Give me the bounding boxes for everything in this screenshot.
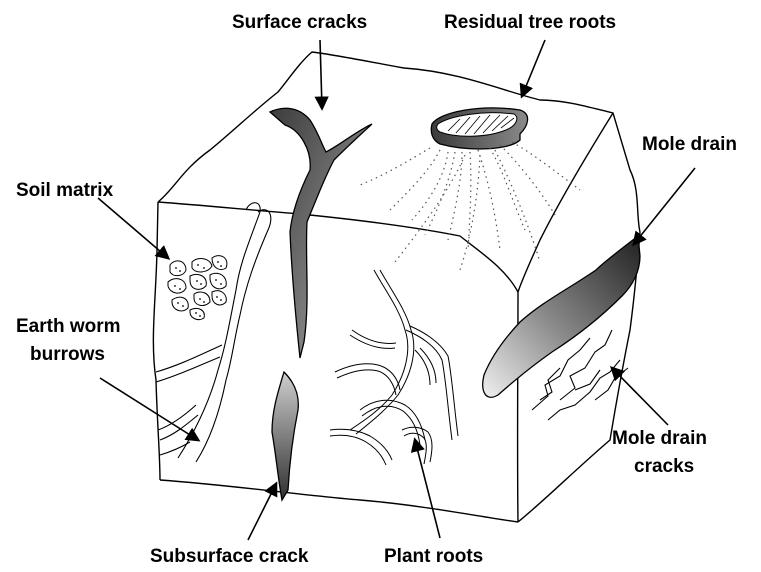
label-residual-tree-roots: Residual tree roots xyxy=(444,12,616,33)
label-subsurface-crack: Subsurface crack xyxy=(150,546,309,567)
decayed-root-channels xyxy=(360,142,580,270)
label-surface-cracks: Surface cracks xyxy=(232,12,367,33)
label-mole-drain-cracks-line1: Mole drain xyxy=(612,428,707,449)
arrow-earthworm-burrows xyxy=(100,378,198,440)
label-earth-worm-line1: Earth worm xyxy=(16,316,121,337)
label-soil-matrix: Soil matrix xyxy=(16,180,114,201)
plant-roots xyxy=(330,270,458,465)
label-earth-worm-line2: burrows xyxy=(30,344,105,365)
soil-matrix xyxy=(168,256,227,320)
subsurface-crack xyxy=(272,372,298,500)
arrow-mole-drain xyxy=(634,168,695,244)
label-plant-roots: Plant roots xyxy=(384,546,483,567)
arrow-mole-drain-cracks xyxy=(612,368,668,425)
label-mole-drain-cracks-line2: cracks xyxy=(634,456,694,477)
earthworm-burrows xyxy=(156,203,271,462)
label-mole-drain: Mole drain xyxy=(642,134,737,155)
soil-block xyxy=(153,52,640,522)
labels: Surface cracks Residual tree roots Soil … xyxy=(16,12,737,567)
arrow-residual-tree-roots xyxy=(522,40,545,96)
arrow-plant-roots xyxy=(415,440,440,538)
surface-crack xyxy=(270,108,372,358)
arrow-surface-cracks xyxy=(320,40,322,108)
arrow-subsurface-crack xyxy=(248,484,276,540)
